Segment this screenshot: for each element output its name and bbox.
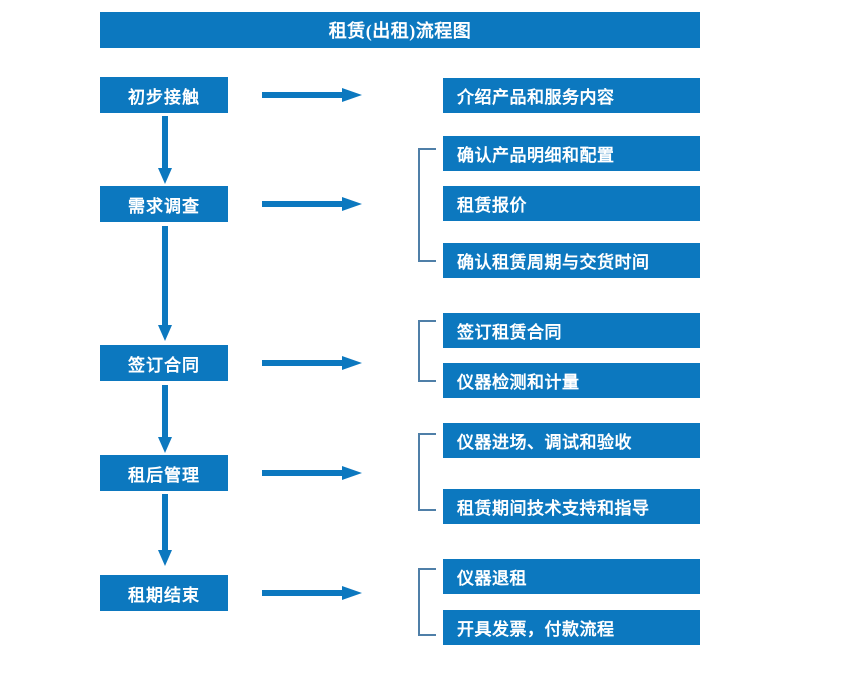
detail-box-4-1[interactable]: 仪器进场、调试和验收	[443, 423, 700, 458]
stage-box-2[interactable]: 需求调查	[100, 186, 228, 222]
arrow-down-icon-1	[155, 116, 175, 184]
page-title: 租赁(出租)流程图	[100, 12, 700, 48]
arrow-right-icon-3	[262, 353, 362, 373]
stage-box-3[interactable]: 签订合同	[100, 345, 228, 381]
arrow-down-icon-2	[155, 226, 175, 341]
arrow-right-icon-1	[262, 85, 362, 105]
group-bracket-icon-2	[414, 148, 438, 262]
detail-box-2-2[interactable]: 租赁报价	[443, 186, 700, 221]
arrow-right-icon-4	[262, 463, 362, 483]
detail-box-3-2[interactable]: 仪器检测和计量	[443, 363, 700, 398]
detail-box-3-1[interactable]: 签订租赁合同	[443, 313, 700, 348]
detail-box-5-2[interactable]: 开具发票，付款流程	[443, 610, 700, 645]
detail-box-5-1[interactable]: 仪器退租	[443, 559, 700, 594]
group-bracket-icon-3	[414, 320, 438, 382]
arrow-right-icon-5	[262, 583, 362, 603]
stage-box-4[interactable]: 租后管理	[100, 455, 228, 491]
arrow-down-icon-4	[155, 494, 175, 566]
detail-box-1-1[interactable]: 介绍产品和服务内容	[443, 78, 700, 113]
arrow-right-icon-2	[262, 194, 362, 214]
arrow-down-icon-3	[155, 385, 175, 453]
group-bracket-icon-4	[414, 433, 438, 511]
detail-box-4-2[interactable]: 租赁期间技术支持和指导	[443, 489, 700, 524]
detail-box-2-1[interactable]: 确认产品明细和配置	[443, 136, 700, 171]
group-bracket-icon-5	[414, 568, 438, 636]
stage-box-1[interactable]: 初步接触	[100, 77, 228, 113]
detail-box-2-3[interactable]: 确认租赁周期与交货时间	[443, 243, 700, 278]
stage-box-5[interactable]: 租期结束	[100, 575, 228, 611]
